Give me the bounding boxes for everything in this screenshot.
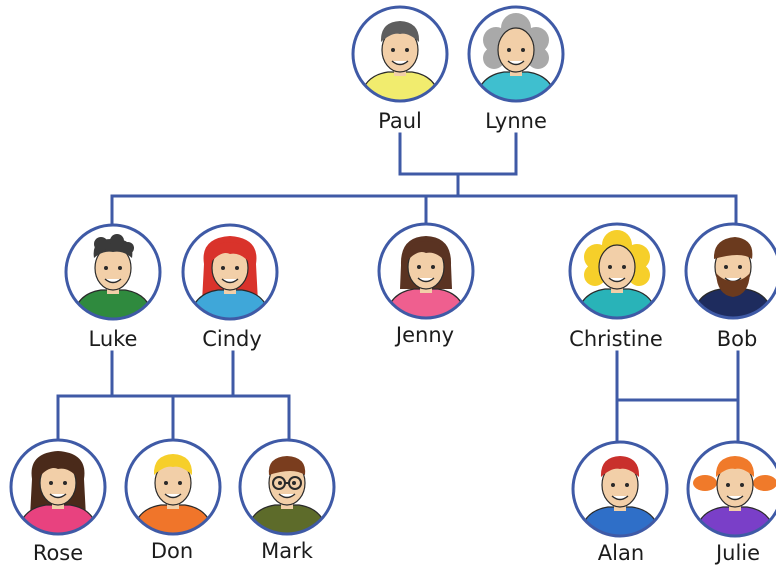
person-paul: Paul [351, 5, 449, 133]
don-portrait-icon [124, 438, 222, 536]
mark-name-label: Mark [261, 539, 314, 563]
julie-portrait-icon [686, 440, 776, 538]
person-julie: Julie [686, 440, 776, 565]
rose-portrait-icon [9, 438, 107, 536]
person-christine: Christine [568, 222, 666, 351]
bob-portrait-icon [684, 222, 776, 320]
person-rose: Rose [9, 438, 107, 565]
lynne-name-label: Lynne [485, 109, 547, 133]
paul-name-label: Paul [378, 109, 422, 133]
julie-name-label: Julie [714, 541, 760, 565]
don-name-label: Don [151, 539, 193, 563]
connector-paul-lynne-couple [398, 132, 518, 176]
person-mark: Mark [238, 438, 336, 563]
bob-name-label: Bob [717, 327, 758, 351]
person-jenny: Jenny [377, 222, 475, 347]
alan-name-label: Alan [598, 541, 644, 565]
person-lynne: Lynne [467, 5, 565, 133]
tree-connectors [56, 132, 740, 442]
jenny-name-label: Jenny [394, 323, 454, 347]
cindy-name-label: Cindy [202, 327, 262, 351]
christine-name-label: Christine [569, 327, 663, 351]
jenny-portrait-icon [377, 222, 475, 320]
christine-portrait-icon [568, 222, 666, 320]
person-alan: Alan [571, 440, 669, 565]
person-cindy: Cindy [181, 223, 279, 351]
person-bob: Bob [684, 222, 776, 351]
rose-name-label: Rose [33, 541, 83, 565]
person-don: Don [124, 438, 222, 563]
luke-name-label: Luke [89, 327, 138, 351]
cindy-portrait-icon [181, 223, 279, 321]
lynne-portrait-icon [467, 5, 565, 103]
mark-portrait-icon [238, 438, 336, 536]
luke-portrait-icon [64, 223, 162, 321]
paul-portrait-icon [351, 5, 449, 103]
alan-portrait-icon [571, 440, 669, 538]
person-luke: Luke [64, 223, 162, 351]
